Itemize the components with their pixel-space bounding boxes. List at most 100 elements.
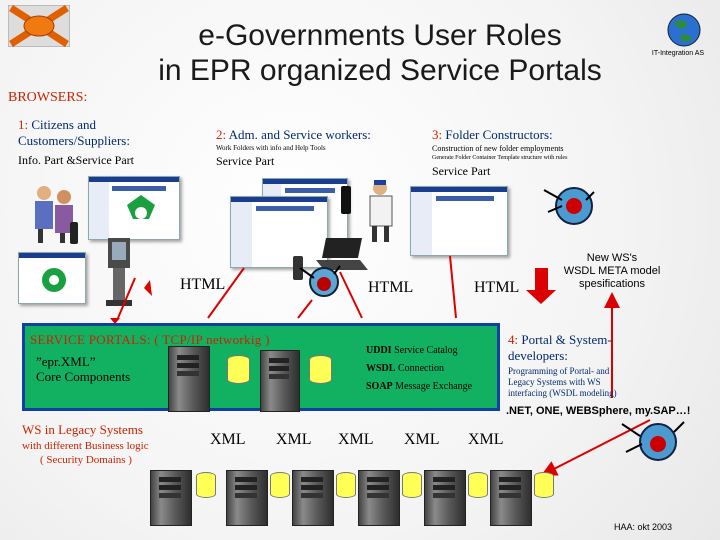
xml-label-2: XML (276, 431, 312, 448)
service-wsdl-text: Connection (397, 363, 445, 374)
role-4-desc-2: Legacy Systems with WS (508, 377, 601, 387)
new-ws-note: New WS's WSDL META model spesifications (552, 252, 672, 291)
portal-database-2 (309, 355, 332, 384)
service-uddi-key: UDDI (366, 345, 392, 356)
arrow-citizens-html (144, 280, 152, 296)
service-portals-title: SERVICE PORTALS: ( TCP/IP networkig ) (30, 332, 270, 347)
role-3-desc-1: Construction of new folder employments (432, 144, 564, 153)
core-components: ”epr.XML” Core Components (36, 354, 130, 384)
xml-label-5: XML (468, 431, 504, 448)
line-laptop-band (339, 271, 363, 319)
legacy-title: WS in Legacy Systems (22, 422, 143, 437)
citizen-portal-window (88, 176, 180, 240)
worker-illustration (362, 180, 402, 244)
legacy-db-5 (468, 472, 488, 498)
role-4-name-a: Portal & System- (521, 332, 612, 347)
role-3-number: 3: (432, 127, 443, 142)
service-soap-text: Message Exchange (395, 381, 473, 392)
legacy-db-2 (270, 472, 290, 498)
html-label-1: HTML (180, 276, 226, 293)
user-figure-2 (296, 262, 348, 304)
xml-label-1: XML (210, 431, 246, 448)
folder-constructor-figure (540, 184, 604, 232)
service-uddi: UDDI Service Catalog (366, 342, 472, 360)
line-kiosk-band (117, 277, 136, 319)
role-2-number: 2: (216, 127, 227, 142)
role-citizens: 1: Citizens and Customers/Suppliers: Inf… (18, 117, 134, 168)
role-4-number: 4: (508, 332, 519, 347)
title-line-1: e-Governments User Roles (198, 19, 562, 52)
service-soap: SOAP Message Exchange (366, 378, 472, 396)
role-1-number: 1: (18, 117, 29, 132)
new-ws-line-2: WSDL META model (563, 265, 661, 277)
role-1-name-a: Citizens and (31, 117, 97, 132)
people-illustration (26, 183, 82, 243)
legacy-sub-2: ( Security Domains ) (40, 454, 132, 466)
laptop-icon (316, 236, 368, 272)
html-label-2: HTML (368, 279, 414, 296)
service-uddi-text: Service Catalog (394, 345, 458, 356)
platforms-list: .NET, ONE, WEBSphere, my.SAP…! (506, 405, 691, 417)
legacy-db-6 (534, 472, 554, 498)
role-folder: 3: Folder Constructors: Construction of … (432, 127, 567, 179)
legacy-db-3 (336, 472, 356, 498)
phone-icon (68, 222, 80, 244)
recycle-cycle-icon (127, 195, 155, 219)
xml-label-3: XML (338, 431, 374, 448)
legacy-db-4 (402, 472, 422, 498)
role-4-desc-3: interfacing (WSDL modeling) (508, 388, 617, 398)
company-name: IT-Integration AS (651, 50, 705, 57)
pda-icon (340, 186, 352, 214)
legacy-server-3 (292, 470, 334, 526)
line-developer-legacy (540, 419, 651, 476)
browsers-label: BROWSERS: (8, 90, 88, 105)
xml-label-4: XML (404, 431, 440, 448)
legacy-server-4 (358, 470, 400, 526)
role-2-part: Service Part (216, 154, 275, 168)
globe-icon (662, 12, 706, 48)
role-3-desc-2: Generate Folder Container Template struc… (432, 155, 568, 161)
role-adm: 2: Adm. and Service workers: Work Folder… (216, 127, 371, 169)
role-3-part: Service Part (432, 164, 491, 178)
role-2-desc: Work Folders with info and Help Tools (216, 144, 326, 152)
legacy-sub-1: with different Business logic (22, 440, 149, 452)
legacy-db-1 (196, 472, 216, 498)
developer-figure (618, 416, 692, 466)
arrow-down-1 (110, 318, 120, 324)
legacy-server-5 (424, 470, 466, 526)
core-line-2: Core Components (36, 369, 131, 384)
core-line-1: ”epr.XML” (36, 354, 96, 369)
role-4-desc-1: Programming of Portal- and (508, 366, 610, 376)
new-ws-line-1: New WS's (586, 252, 638, 264)
line-user-band (297, 299, 313, 319)
title-line-2: in EPR organized Service Portals (158, 54, 602, 87)
service-soap-key: SOAP (366, 381, 393, 392)
folder-portal-window (410, 186, 508, 256)
role-3-name: Folder Constructors: (445, 127, 553, 142)
line-admin-band (207, 267, 245, 319)
role-1-part: Info. Part &Service Part (18, 153, 134, 167)
arrow-up-html-1 (526, 268, 556, 304)
service-wsdl: WSDL Connection (366, 360, 472, 378)
slide-title: e-Governments User Roles in EPR organize… (110, 18, 650, 88)
role-developers: 4: Portal & System- developers: Programm… (508, 332, 708, 399)
recycle-small-icon (42, 268, 66, 292)
legacy-server-6 (490, 470, 532, 526)
role-2-name: Adm. and Service workers: (228, 127, 371, 142)
service-wsdl-key: WSDL (366, 363, 396, 374)
orange-cross-logo-icon (7, 4, 71, 48)
new-ws-line-3: spesifications (578, 278, 646, 290)
role-4-name-b: developers: (508, 348, 568, 363)
footer-credit: HAA: okt 2003 (614, 522, 673, 532)
html-label-3: HTML (474, 279, 520, 296)
kiosk-icon (104, 238, 134, 306)
admin-portal-window-front (230, 196, 328, 268)
legacy-server-2 (226, 470, 268, 526)
portal-server-2 (260, 350, 300, 412)
mobile-phone-icon (292, 256, 304, 280)
service-list: UDDI Service Catalog WSDL Connection SOA… (366, 342, 472, 396)
role-1-name-b: Customers/Suppliers: (18, 133, 130, 148)
portal-database-1 (227, 355, 250, 384)
